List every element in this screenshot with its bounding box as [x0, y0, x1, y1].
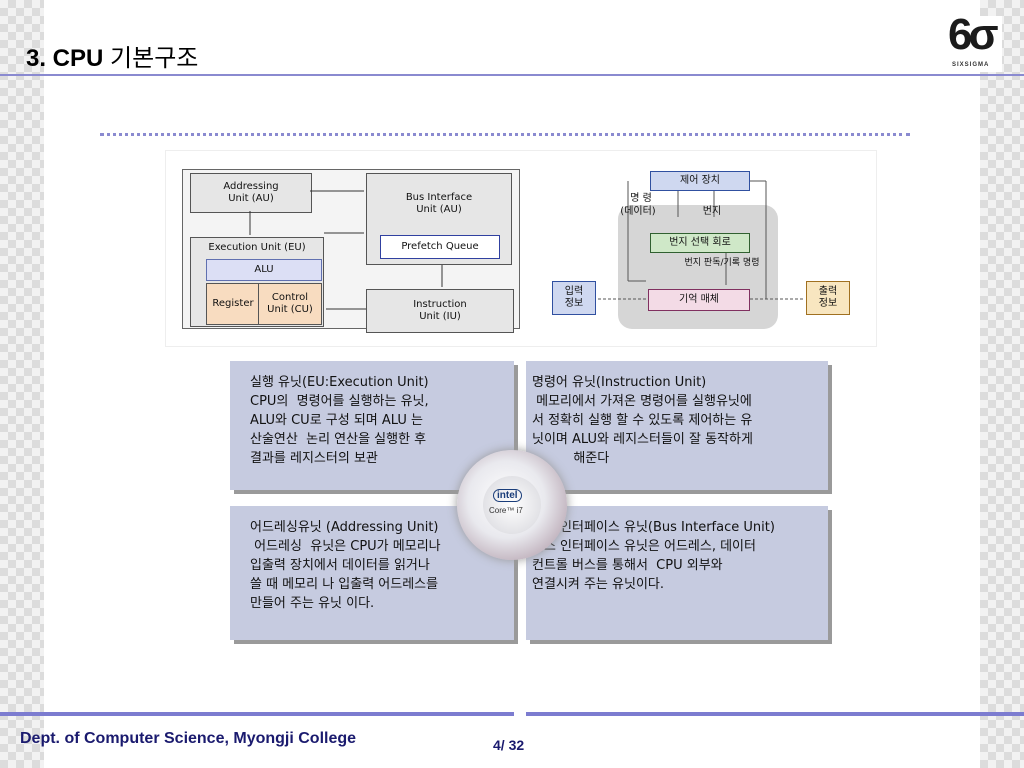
prefetch-queue-box: Prefetch Queue — [380, 235, 500, 259]
output-node: 출력 정보 — [806, 281, 850, 315]
address-label: 번지 — [702, 206, 722, 217]
card-line: CPU의 명령어를 실행하는 유닛, — [250, 394, 429, 409]
card-line: 명령어 유닛(Instruction Unit) — [532, 375, 707, 390]
card-line: 버스 인터페이스 유닛은 어드레스, 데이터 — [532, 539, 756, 554]
card-line: 만들어 주는 유닛 이다. — [250, 596, 375, 611]
card-line: 실행 유닛(EU:Execution Unit) — [250, 375, 429, 390]
instruction-unit-box: Instruction Unit (IU) — [366, 289, 514, 333]
card-line: ALU와 CU로 구성 되며 ALU 는 — [250, 413, 423, 428]
intel-core-i7-chip-image: intel Core™ i7 — [457, 450, 567, 560]
memory-node: 기억 매체 — [648, 289, 750, 311]
card-line: 해준다 — [532, 451, 610, 466]
control-unit-box: Control Unit (CU) — [258, 283, 322, 325]
footer-rule-left — [0, 712, 514, 716]
control-unit-node: 제어 장치 — [650, 171, 750, 191]
left-checker-border — [0, 0, 44, 768]
input-node: 입력 정보 — [552, 281, 596, 315]
sixsigma-logo: 6σ SIXSIGMA — [946, 10, 1002, 72]
title-korean: 기본구조 — [110, 44, 199, 72]
logo-text: SIXSIGMA — [952, 62, 990, 68]
card-line: 메모리에서 가져온 명령어를 실행유닛에 — [532, 394, 752, 409]
alu-box: ALU — [206, 259, 322, 281]
footer-rule-right — [526, 712, 1024, 716]
register-box: Register — [206, 283, 260, 325]
command-label: 명 령 — [630, 193, 652, 204]
intel-logo-icon: intel — [493, 489, 522, 502]
right-checker-border — [980, 0, 1024, 768]
card-execution-unit: 실행 유닛(EU:Execution Unit) CPU의 명령어를 실행하는 … — [230, 361, 514, 490]
card-line: 닛이며 ALU와 레지스터들이 잘 동작하게 — [532, 432, 753, 447]
title-rule — [0, 74, 1024, 76]
title-prefix: 3. CPU — [26, 45, 111, 72]
card-line: 산술연산 논리 연산을 실행한 후 — [250, 432, 427, 447]
logo-number: 6σ — [948, 10, 999, 59]
slide-title: 3. CPU 기본구조 — [26, 38, 198, 73]
card-line: 버스 인터페이스 유닛(Bus Interface Unit) — [532, 520, 775, 535]
page-number: 4/ 32 — [493, 737, 525, 753]
card-line: 어드레싱유닛 (Addressing Unit) — [250, 520, 439, 535]
cpu-diagram: Addressing Unit (AU) Bus Interface Unit … — [165, 150, 877, 347]
card-line: 결과를 레지스터의 보관 — [250, 451, 378, 466]
chip-center: intel Core™ i7 — [483, 476, 541, 534]
card-bus-interface-unit: 버스 인터페이스 유닛(Bus Interface Unit) 버스 인터페이스… — [526, 506, 828, 640]
card-instruction-unit: 명령어 유닛(Instruction Unit) 메모리에서 가져온 명령어를 … — [526, 361, 828, 490]
diagram-arrows — [249, 180, 804, 329]
card-line: 연결시켜 주는 유닛이다. — [532, 577, 664, 592]
card-line: 어드레싱 유닛은 CPU가 메모리나 — [250, 539, 441, 554]
address-select-node: 번지 선택 회로 — [650, 233, 750, 253]
card-line: 입출력 장치에서 데이터를 읽거나 — [250, 558, 430, 573]
card-line: 서 정확히 실행 할 수 있도록 제어하는 유 — [532, 413, 753, 428]
address-rw-label: 번지 판독/기록 명령 — [684, 258, 760, 268]
data-label: (데이터) — [620, 206, 656, 217]
card-addressing-unit: 어드레싱유닛 (Addressing Unit) 어드레싱 유닛은 CPU가 메… — [230, 506, 514, 640]
chip-model-label: Core™ i7 — [489, 506, 523, 515]
card-line: 컨트롤 버스를 통해서 CPU 외부와 — [532, 558, 723, 573]
footer-department: Dept. of Computer Science, Myongji Colle… — [20, 730, 357, 747]
addressing-unit-box: Addressing Unit (AU) — [190, 173, 312, 213]
card-line: 쓸 때 메모리 나 입출력 어드레스를 — [250, 577, 439, 592]
dotted-divider — [100, 133, 910, 136]
